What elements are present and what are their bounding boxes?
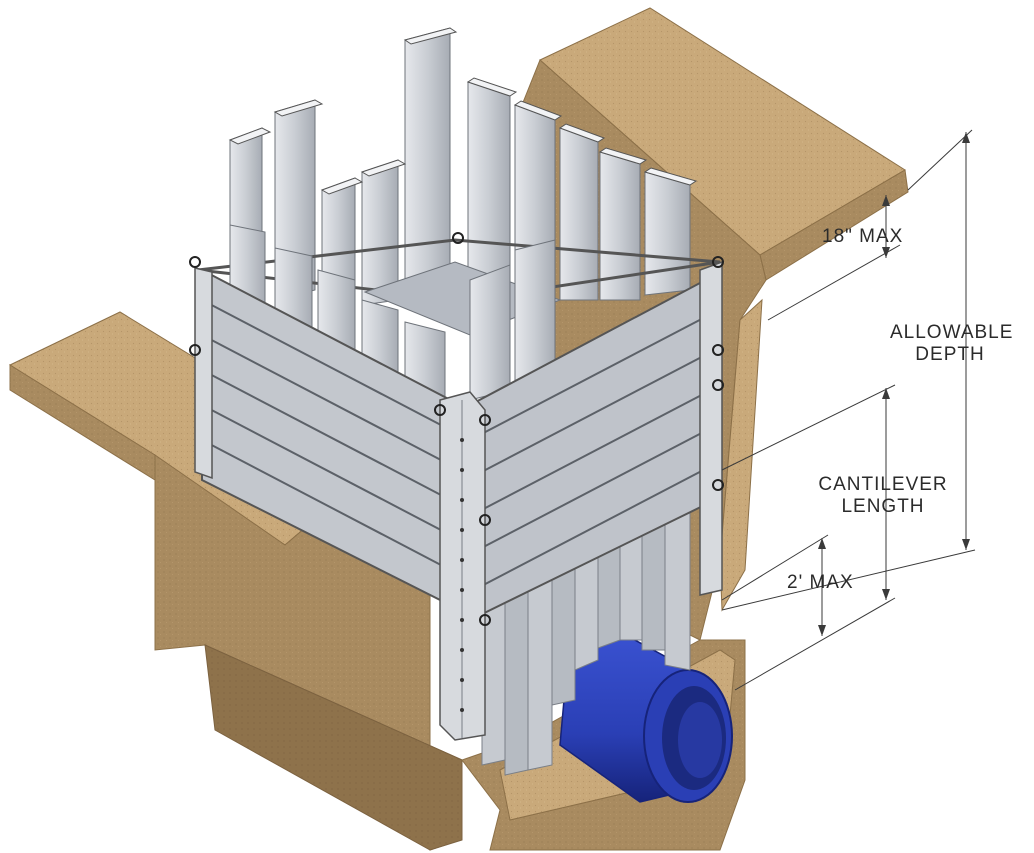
label-cantilever-line1: CANTILEVER: [818, 474, 948, 495]
front-left-panel-ribs: [201, 299, 461, 576]
ext-top-surface: [907, 129, 973, 191]
shackle-icons: [189, 232, 724, 626]
dimension-lines: [721, 129, 976, 691]
label-allowable-line2: DEPTH: [915, 344, 985, 365]
corner-post-holes: [460, 438, 464, 712]
label-allowable-line1: ALLOWABLE: [890, 322, 1014, 343]
ext-allow-bottom: [721, 549, 976, 611]
ext-2-bottom: [734, 597, 896, 691]
ext-18-lower: [767, 244, 901, 321]
pile-caps: [228, 27, 698, 195]
right-inner-wall: [719, 298, 763, 612]
right-corner-post: [699, 260, 723, 596]
blue-pipe-icon: [559, 631, 733, 803]
ext-cantilever-top: [721, 384, 896, 471]
label-cantilever-length: CANTILEVER LENGTH: [808, 474, 958, 518]
lower-sheet-piles: [481, 504, 691, 776]
label-18-max: 18" MAX: [822, 226, 904, 247]
left-corner-post: [194, 267, 213, 480]
ext-2-top: [721, 534, 829, 601]
label-allowable-depth: ALLOWABLE DEPTH: [890, 322, 1014, 366]
left-lower-step: [204, 644, 463, 851]
front-right-panel-ribs: [469, 311, 716, 593]
inner-cavity: [363, 261, 562, 336]
label-cantilever-line2: LENGTH: [841, 496, 925, 517]
dimension-arrows: [818, 132, 970, 636]
aluminum-trench-shoring-icon: [189, 27, 724, 776]
label-2-max: 2' MAX: [787, 572, 854, 593]
